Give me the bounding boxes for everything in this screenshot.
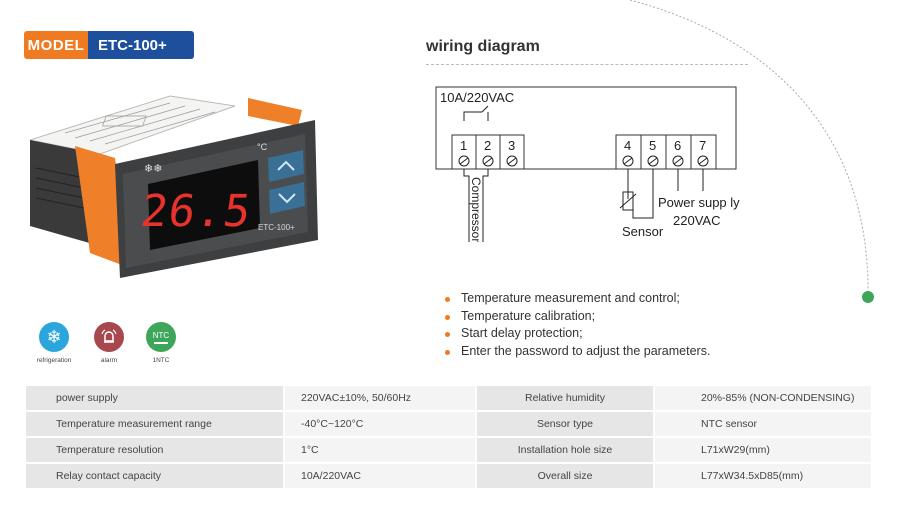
spec-key: Relay contact capacity xyxy=(26,464,283,488)
table-row: Temperature measurement range -40°C~120°… xyxy=(26,412,871,436)
alarm-icon xyxy=(94,322,124,352)
rating-label: 10A/220VAC xyxy=(440,90,514,105)
sensor-label: Sensor xyxy=(622,224,664,239)
refrigeration-label: refrigeration xyxy=(36,357,72,364)
spec-value: L77xW34.5xD85(mm) xyxy=(655,464,871,488)
table-row: Temperature resolution 1°C Installation … xyxy=(26,438,871,462)
decorative-arc xyxy=(629,0,874,303)
snowflake-indicator-icon: ❄❄ xyxy=(144,162,162,175)
spec-value: NTC sensor xyxy=(655,412,871,436)
spec-value: 220VAC±10%, 50/60Hz xyxy=(285,386,475,410)
wiring-title: wiring diagram xyxy=(426,38,540,55)
feature-text: Temperature measurement and control; xyxy=(461,291,680,305)
thermistor-icon xyxy=(622,191,634,211)
spec-key: Sensor type xyxy=(477,412,653,436)
device-brand: ETC-100+ xyxy=(258,223,295,232)
terminal-3: 3 xyxy=(508,138,515,153)
feature-text: Temperature calibration; xyxy=(461,308,596,323)
feature-item: Enter the password to adjust the paramet… xyxy=(445,343,710,361)
compressor-label: Compressor xyxy=(469,177,483,242)
spec-value: L71xW29(mm) xyxy=(655,438,871,462)
refrigeration-icon: ❄ xyxy=(39,322,69,352)
feature-item: Temperature calibration; xyxy=(445,308,710,326)
device-display: 26.5 xyxy=(138,186,255,237)
screw-terminal-icons xyxy=(458,155,709,167)
spec-key: power supply xyxy=(26,386,283,410)
arc-dot-icon xyxy=(862,291,874,303)
feature-item: Temperature measurement and control; xyxy=(445,290,710,308)
feature-list: Temperature measurement and control; Tem… xyxy=(445,290,710,360)
terminal-5: 5 xyxy=(649,138,656,153)
terminal-7: 7 xyxy=(699,138,706,153)
terminal-1: 1 xyxy=(460,138,467,153)
feature-text: Start delay protection; xyxy=(461,326,583,340)
spec-key: Temperature resolution xyxy=(26,438,283,462)
terminal-6: 6 xyxy=(674,138,681,153)
ntc-icon: NTC xyxy=(146,322,176,352)
model-name: ETC-100+ xyxy=(88,31,194,59)
bullet-icon xyxy=(445,349,450,355)
power-label-line2: 220VAC xyxy=(673,213,720,228)
spec-value: 20%-85% (NON-CONDENSING) xyxy=(655,386,871,410)
wiring-diagram: 10A/220VAC 1 2 3 4 5 6 7 Compressor Sens… xyxy=(435,86,740,242)
alarm-label: alarm xyxy=(100,357,118,364)
ntc-label: 1NTC xyxy=(152,357,170,364)
bullet-icon xyxy=(445,332,450,337)
spec-value: 10A/220VAC xyxy=(285,464,475,488)
spec-value: -40°C~120°C xyxy=(285,412,475,436)
power-label-line1: Power supp ly xyxy=(658,195,740,210)
spec-key: Overall size xyxy=(477,464,653,488)
feature-item: Start delay protection; xyxy=(445,325,710,343)
terminal-2: 2 xyxy=(484,138,491,153)
bullet-icon xyxy=(445,314,450,320)
spec-key: Relative humidity xyxy=(477,386,653,410)
table-row: Relay contact capacity 10A/220VAC Overal… xyxy=(26,464,871,488)
model-badge: MODEL ETC-100+ xyxy=(24,31,194,59)
spec-key: Temperature measurement range xyxy=(26,412,283,436)
spec-table: power supply 220VAC±10%, 50/60Hz Relativ… xyxy=(24,384,873,490)
terminal-4: 4 xyxy=(624,138,631,153)
thermostat-image: °C ❄❄ 26.5 ETC-100+ xyxy=(29,95,318,278)
spec-value: 1°C xyxy=(285,438,475,462)
spec-key: Installation hole size xyxy=(477,438,653,462)
feature-text: Enter the password to adjust the paramet… xyxy=(461,343,711,358)
ntc-icon-text: NTC xyxy=(152,330,170,340)
table-row: power supply 220VAC±10%, 50/60Hz Relativ… xyxy=(26,386,871,410)
title-divider xyxy=(426,64,748,65)
model-label: MODEL xyxy=(24,31,88,59)
bullet-icon xyxy=(445,297,450,302)
device-unit: °C xyxy=(257,142,268,152)
